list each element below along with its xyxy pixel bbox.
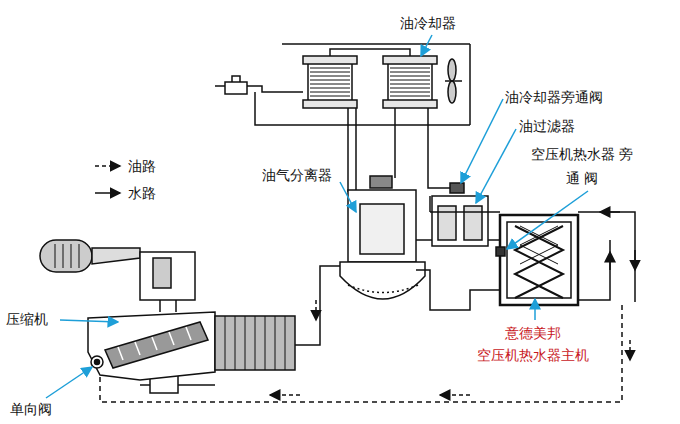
- part-label: 油冷却器: [400, 14, 456, 32]
- oil-filter: [432, 183, 500, 246]
- water-heater-exchanger: [430, 196, 635, 305]
- part-label: 空压机热水器 旁 通 阀: [528, 142, 636, 190]
- oil-cooler: [215, 44, 470, 192]
- part-label: 单向阀: [10, 400, 52, 418]
- part-label: 油冷却器旁通阀: [505, 88, 603, 106]
- legend-samples: [95, 166, 120, 193]
- legend-text: 油路: [128, 157, 156, 175]
- oil-gas-separator: [340, 176, 432, 299]
- part-label: 压缩机: [6, 310, 48, 328]
- compressor: [40, 240, 295, 380]
- legend-text: 水路: [128, 184, 156, 202]
- part-label: 油过滤器: [519, 117, 575, 135]
- part-label: 意德美邦 空压机热水器主机: [458, 322, 608, 366]
- part-label: 油气分离器: [262, 166, 332, 184]
